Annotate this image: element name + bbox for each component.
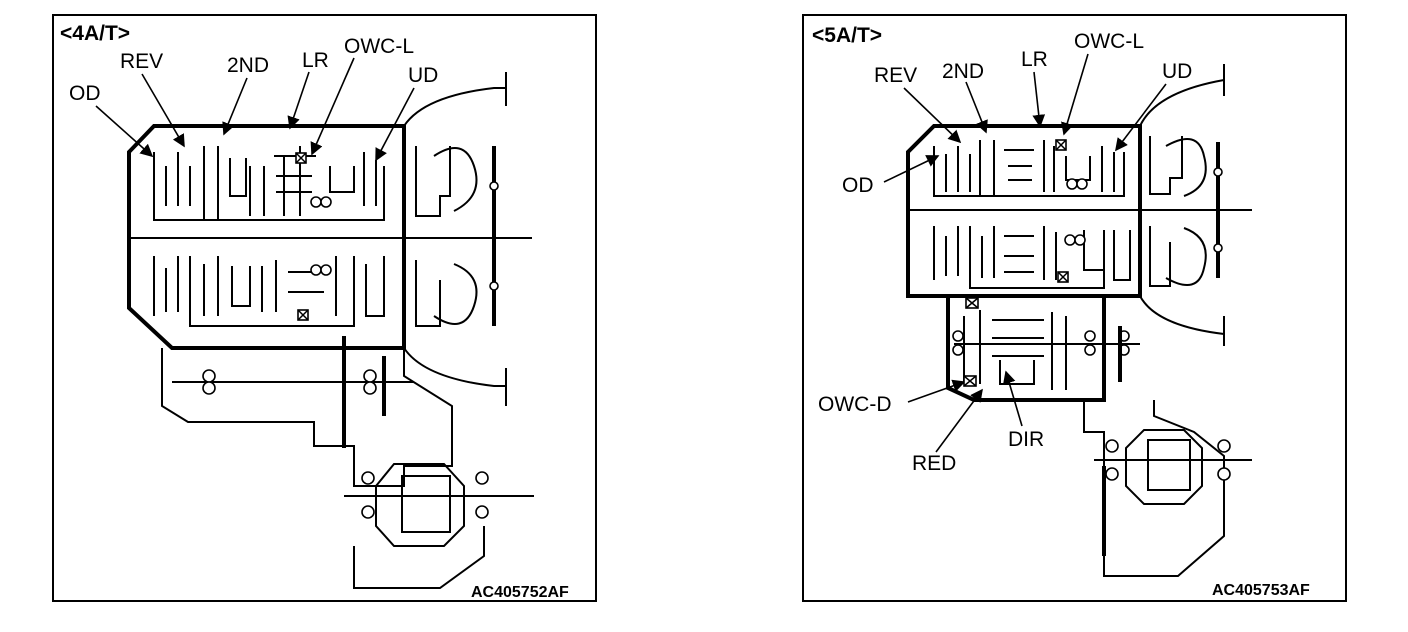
label-owc-l: OWC-L bbox=[1074, 30, 1144, 53]
upper-clutch-pack bbox=[153, 146, 385, 221]
torque-converter bbox=[1149, 136, 1250, 287]
panel-title: <4A/T> bbox=[60, 22, 130, 45]
panel-4at: <4A/T> REV 2ND LR OWC-L UD OD AC405752AF bbox=[52, 14, 597, 602]
label-dir: DIR bbox=[1008, 428, 1044, 451]
transaxle-housing bbox=[906, 64, 1252, 346]
torque-converter bbox=[415, 146, 532, 327]
label-red: RED bbox=[912, 452, 956, 475]
transmission-diagram-4at: <4A/T> REV 2ND LR OWC-L UD OD AC405752AF bbox=[60, 22, 569, 601]
panel-title: <5A/T> bbox=[812, 24, 882, 47]
transaxle-housing bbox=[127, 72, 524, 406]
differential-assembly bbox=[1083, 400, 1252, 577]
differential-assembly bbox=[161, 336, 534, 589]
lower-clutch-pack bbox=[153, 256, 385, 327]
label-owc-l: OWC-L bbox=[344, 35, 414, 58]
fifth-speed-unit bbox=[946, 296, 1140, 402]
label-ud: UD bbox=[408, 64, 438, 87]
label-lr: LR bbox=[1021, 48, 1048, 71]
leader-lines bbox=[883, 53, 1167, 453]
figure-code: AC405753AF bbox=[1212, 582, 1310, 599]
label-ud: UD bbox=[1162, 60, 1192, 83]
label-2nd: 2ND bbox=[227, 54, 269, 77]
label-od: OD bbox=[842, 174, 874, 197]
label-od: OD bbox=[69, 82, 101, 105]
label-2nd: 2ND bbox=[942, 60, 984, 83]
label-rev: REV bbox=[874, 64, 917, 87]
panel-5at: <5A/T> REV 2ND LR OWC-L UD OD OWC-D DIR … bbox=[802, 14, 1347, 602]
transmission-diagram-5at: <5A/T> REV 2ND LR OWC-L UD OD OWC-D DIR … bbox=[812, 24, 1310, 599]
label-owc-d: OWC-D bbox=[818, 393, 891, 416]
upper-clutch-pack bbox=[933, 139, 1125, 197]
figure-code: AC405752AF bbox=[471, 584, 569, 601]
label-lr: LR bbox=[302, 49, 329, 72]
lower-clutch-pack bbox=[933, 226, 1131, 289]
label-rev: REV bbox=[120, 50, 163, 73]
